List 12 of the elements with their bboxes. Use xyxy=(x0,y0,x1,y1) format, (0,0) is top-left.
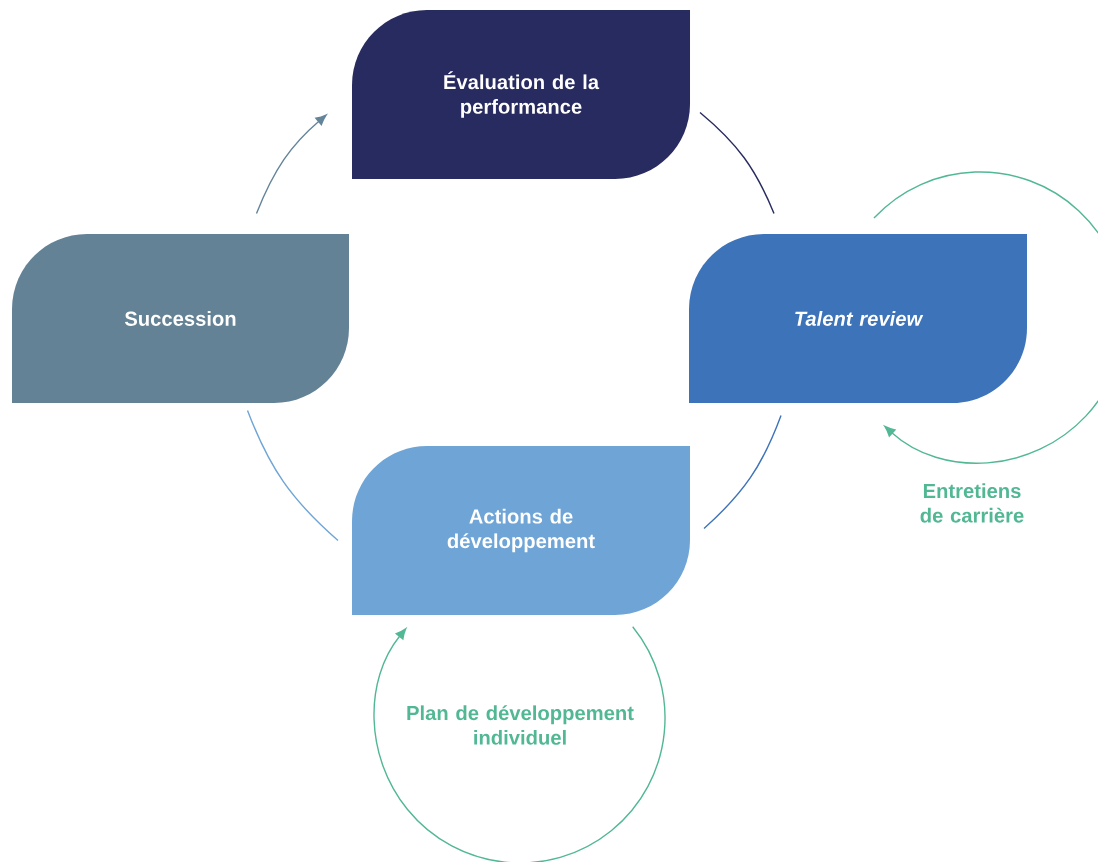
loop-arrow xyxy=(873,171,1098,464)
edge-label: Entretiens de carrière xyxy=(920,483,1024,523)
process-box: Évaluation de la performance xyxy=(352,10,690,179)
process-box: Actions de développement xyxy=(352,446,690,615)
connector-line xyxy=(703,414,782,530)
arrow xyxy=(255,114,327,215)
process-box: Talent review xyxy=(689,234,1027,403)
connector-line xyxy=(699,111,775,215)
process-box: Succession xyxy=(12,234,349,403)
edge-label: Plan de développement individuel xyxy=(407,705,634,745)
loop-arrow xyxy=(373,626,666,862)
connector-line xyxy=(246,409,339,542)
